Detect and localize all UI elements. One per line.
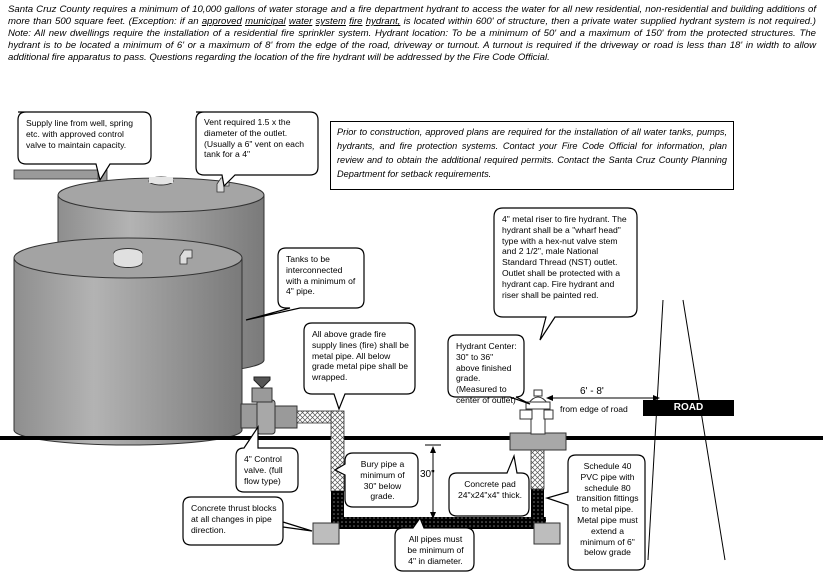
intro-text-1: Santa Cruz County requires a minimum of … xyxy=(8,4,816,27)
bubble-concrete-pad xyxy=(448,453,530,517)
callout-tanks: Tanks to be interconnected with a minimu… xyxy=(286,254,356,297)
bubble-hydrant-center xyxy=(447,334,531,405)
fire-hydrant xyxy=(519,389,554,435)
above-grade-supply-pipe xyxy=(296,410,345,492)
bubble-thrust-blocks xyxy=(182,496,313,546)
callout-bubbles xyxy=(17,111,646,572)
buried-pipe xyxy=(331,449,546,529)
intro-underlined-fire: fire xyxy=(349,16,363,27)
callout-concrete-pad: Concrete pad 24"x24"x4" thick. xyxy=(457,479,523,500)
thrust-block-right xyxy=(533,522,561,545)
front-water-tank xyxy=(13,237,243,446)
callout-schedule40: Schedule 40 PVC pipe with schedule 80 tr… xyxy=(576,461,639,558)
distance-label: 6' - 8' xyxy=(580,386,604,397)
intro-paragraph: Santa Cruz County requires a minimum of … xyxy=(8,4,816,64)
intro-underlined-municipal: municipal xyxy=(245,16,286,27)
callout-bury-pipe: Bury pipe a minimum of 30" below grade. xyxy=(360,459,405,502)
road-sign: ROAD xyxy=(643,400,734,416)
notice-box: Prior to construction, approved plans ar… xyxy=(330,121,734,190)
depth-arrow xyxy=(425,444,441,521)
ground-line xyxy=(0,436,823,440)
bubble-supply-line xyxy=(17,111,152,182)
distance-arrow xyxy=(546,395,660,401)
intro-underlined-water: water xyxy=(288,16,313,27)
callout-above-grade: All above grade fire supply lines (fire)… xyxy=(312,329,409,383)
from-road-label: from edge of road xyxy=(560,404,628,414)
callout-control-valve: 4" Control valve. (full flow type) xyxy=(244,454,283,486)
callout-hydrant-center: Hydrant Center: 30" to 36" above finishe… xyxy=(456,341,517,405)
bubble-metal-riser xyxy=(493,207,638,341)
bubble-all-pipes xyxy=(394,516,475,572)
bubble-schedule40 xyxy=(544,454,646,571)
intro-underlined-system: system xyxy=(315,16,346,27)
depth-label: 30" xyxy=(420,469,435,480)
road-edge-right xyxy=(682,299,726,561)
control-valve xyxy=(240,376,298,435)
bubble-above-grade xyxy=(303,322,416,411)
thrust-block-left xyxy=(312,522,340,545)
callout-metal-riser: 4" metal riser to fire hydrant. The hydr… xyxy=(502,214,627,300)
intro-text-2: is located within 600' of structure, the… xyxy=(8,16,816,63)
bubble-tanks xyxy=(245,247,365,321)
intro-underlined-approved: approved xyxy=(201,16,242,27)
intro-underlined-hydrant: hydrant, xyxy=(365,16,401,27)
bubble-vent xyxy=(195,111,319,188)
callout-all-pipes: All pipes must be minimum of 4" in diame… xyxy=(407,534,464,566)
concrete-pad xyxy=(509,432,567,451)
bubble-bury-pipe xyxy=(333,452,419,508)
callout-thrust-blocks: Concrete thrust blocks at all changes in… xyxy=(191,503,277,535)
road-edge-left xyxy=(647,299,664,561)
callout-supply-line: Supply line from well, spring etc. with … xyxy=(26,118,133,150)
callout-vent: Vent required 1.5 x the diameter of the … xyxy=(204,117,305,160)
bubble-control-valve xyxy=(235,425,299,493)
